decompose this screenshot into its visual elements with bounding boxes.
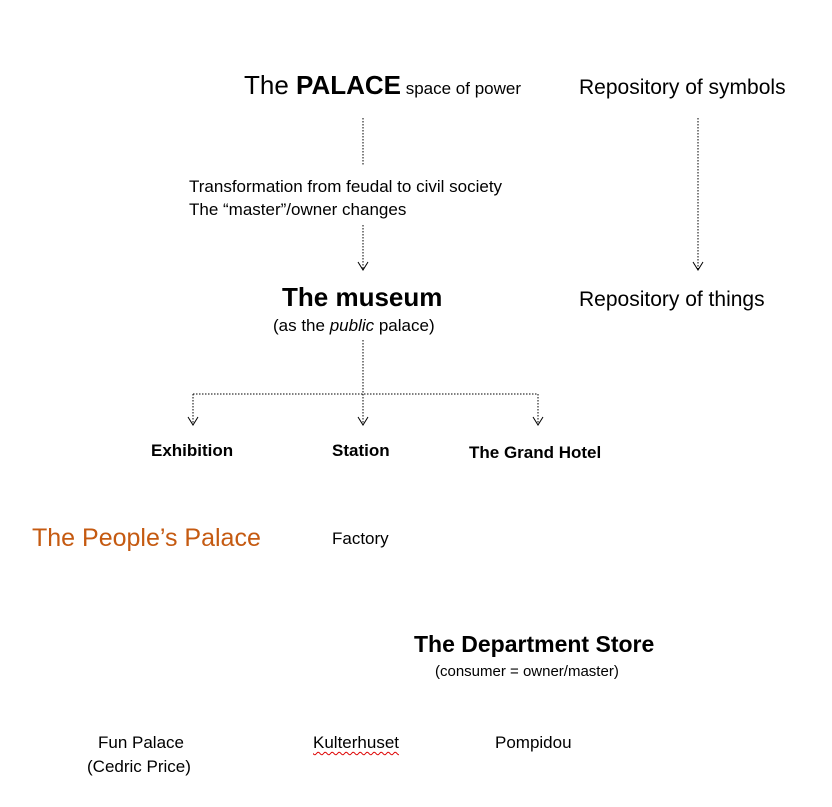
museum-title: The museum	[282, 282, 443, 312]
department-store-title: The Department Store	[414, 631, 655, 657]
branch-grand-hotel: The Grand Hotel	[469, 443, 602, 462]
arrowhead-station	[357, 416, 369, 426]
branch-exhibition: Exhibition	[151, 441, 234, 460]
kulterhuset: Kulterhuset	[313, 733, 399, 752]
palace-post: space of power	[401, 79, 522, 98]
palace-heading: The PALACE space of power	[244, 70, 521, 101]
arrowhead-exhibition	[187, 416, 199, 426]
transformation-line: Transformation from feudal to civil soci…	[189, 177, 503, 196]
museum-sub-pre: (as the	[273, 316, 330, 335]
peoples-palace: The People’s Palace	[32, 524, 261, 552]
arrowhead-grand-hotel	[532, 416, 544, 426]
department-store-subtitle: (consumer = owner/master)	[435, 663, 619, 680]
museum-sub-post: palace)	[374, 316, 435, 335]
museum-subtitle: (as the public palace)	[273, 316, 435, 336]
pompidou: Pompidou	[495, 733, 572, 752]
repo-things: Repository of things	[579, 288, 765, 311]
palace-main: PALACE	[296, 70, 401, 100]
palace-pre: The	[244, 70, 297, 100]
transformation-line: The “master”/owner changes	[189, 200, 407, 219]
fun-palace: Fun Palace	[98, 733, 184, 752]
factory: Factory	[332, 529, 389, 548]
arrowhead-museum	[357, 261, 369, 271]
branch-station: Station	[332, 441, 390, 460]
transformation-text: Transformation from feudal to civil soci…	[189, 175, 502, 221]
arrowhead-things	[692, 261, 704, 271]
museum-sub-em: public	[329, 316, 375, 335]
repo-symbols: Repository of symbols	[579, 76, 786, 99]
fun-palace-sub: (Cedric Price)	[87, 757, 191, 776]
